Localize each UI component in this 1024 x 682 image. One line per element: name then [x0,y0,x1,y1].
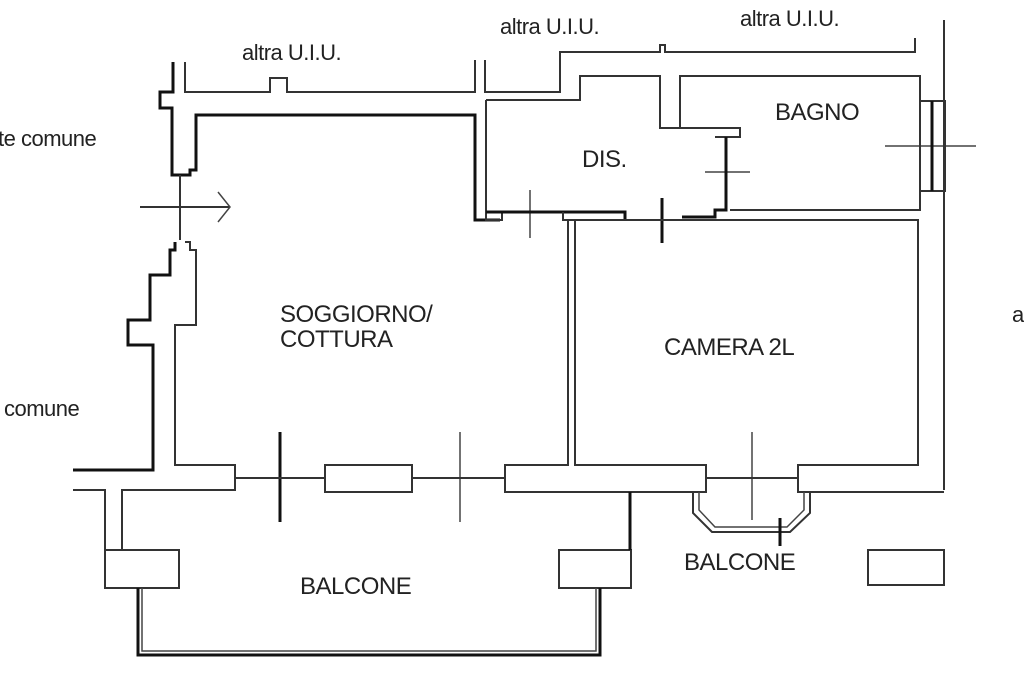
balcony-main-outline [104,492,632,657]
neighbor-label-right: a [1012,302,1024,327]
room-label-balcony-small: BALCONE [684,549,796,576]
wall-bedroom [504,219,944,493]
wall-top-left [158,38,916,222]
wall-hall-bath [486,20,946,490]
common-area-label-upper: te comune [0,126,97,151]
room-label-balcony-main: BALCONE [300,573,412,600]
room-label-living-line1: SOGGIORNO/ [280,301,433,328]
room-label-living-line2: COTTURA [280,326,393,353]
neighbor-label-top-right: altra U.I.U. [740,6,840,31]
wall-left-stair [73,175,236,550]
room-label-bathroom: BAGNO [775,99,860,126]
neighbor-label-top-left: altra U.I.U. [242,40,342,65]
balcony-small-outline [692,492,945,586]
room-label-bedroom: CAMERA 2L [664,334,795,361]
neighbor-label-top-middle: altra U.I.U. [500,14,600,39]
room-label-hall: DIS. [582,146,627,173]
common-area-label-lower: comune [4,396,80,421]
